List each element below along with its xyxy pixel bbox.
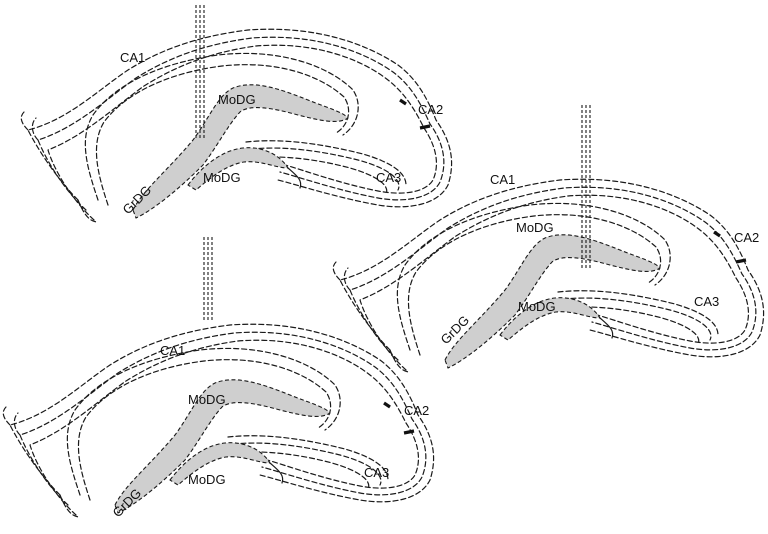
section-top-left (20, 5, 453, 223)
label-modg-upper-right: MoDG (516, 220, 554, 235)
label-ca1-top-left: CA1 (120, 50, 145, 65)
label-ca2-top-left: CA2 (418, 102, 443, 117)
label-ca3-right: CA3 (694, 294, 719, 309)
label-ca1-bottom-left: CA1 (160, 343, 185, 358)
label-ca2-bottom-left: CA2 (404, 403, 429, 418)
section-right (332, 105, 765, 373)
label-modg-lower-right: MoDG (518, 299, 556, 314)
label-modg-lower-bottom-left: MoDG (188, 472, 226, 487)
section-bottom-left (2, 237, 435, 518)
label-modg-lower-top-left: MoDG (203, 170, 241, 185)
label-ca2-right: CA2 (734, 230, 759, 245)
label-ca3-bottom-left: CA3 (364, 465, 389, 480)
label-modg-upper-bottom-left: MoDG (188, 392, 226, 407)
label-ca3-top-left: CA3 (376, 170, 401, 185)
label-modg-upper-top-left: MoDG (218, 92, 256, 107)
label-ca1-right: CA1 (490, 172, 515, 187)
